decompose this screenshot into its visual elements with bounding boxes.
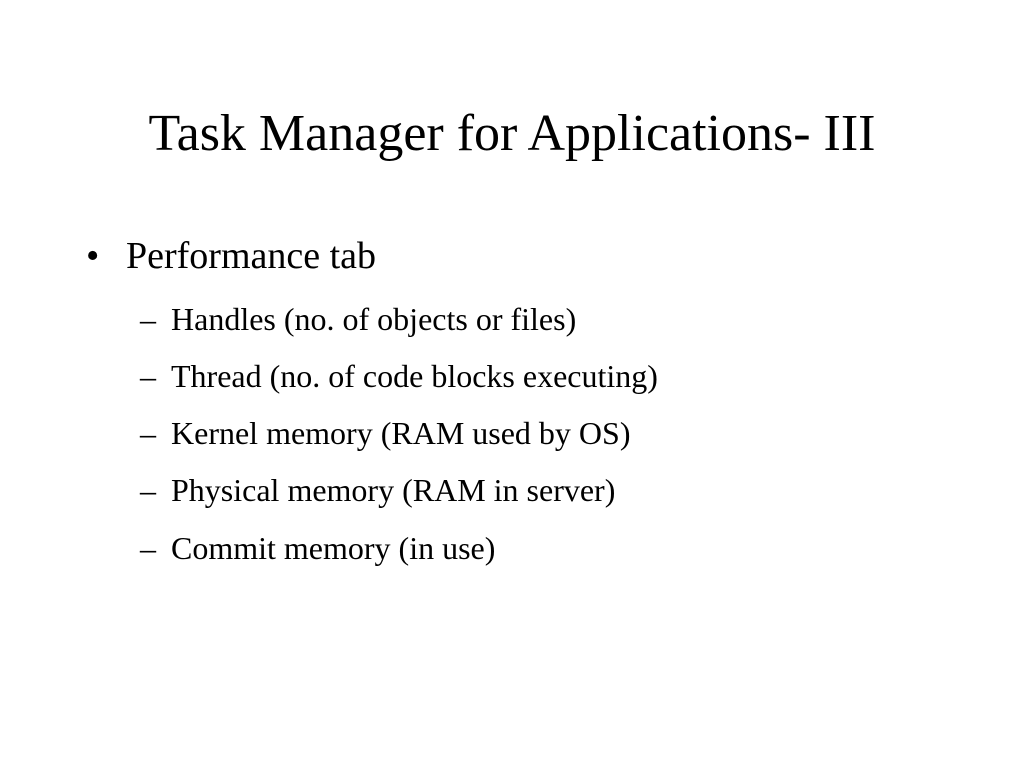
sub-item-physical-memory: –Physical memory (RAM in server)	[140, 470, 615, 510]
bullet-marker: •	[86, 235, 100, 277]
sub-item-thread: –Thread (no. of code blocks executing)	[140, 356, 658, 396]
sub-item-text: Kernel memory (RAM used by OS)	[171, 415, 631, 451]
sub-item-handles: –Handles (no. of objects or files)	[140, 299, 576, 339]
sub-item-text: Thread (no. of code blocks executing)	[171, 358, 658, 394]
sub-item-text: Commit memory (in use)	[171, 530, 496, 566]
dash-marker: –	[140, 415, 156, 451]
sub-item-text: Handles (no. of objects or files)	[171, 301, 577, 337]
dash-marker: –	[140, 530, 156, 566]
sub-item-text: Physical memory (RAM in server)	[171, 472, 616, 508]
sub-item-commit-memory: –Commit memory (in use)	[140, 528, 495, 568]
dash-marker: –	[140, 472, 156, 508]
dash-marker: –	[140, 358, 156, 394]
bullet-item-performance-tab: • Performance tab	[86, 232, 376, 280]
bullet-text: Performance tab	[126, 235, 377, 277]
sub-item-kernel-memory: –Kernel memory (RAM used by OS)	[140, 413, 630, 453]
slide-title: Task Manager for Applications- III	[148, 105, 876, 162]
dash-marker: –	[140, 301, 156, 337]
